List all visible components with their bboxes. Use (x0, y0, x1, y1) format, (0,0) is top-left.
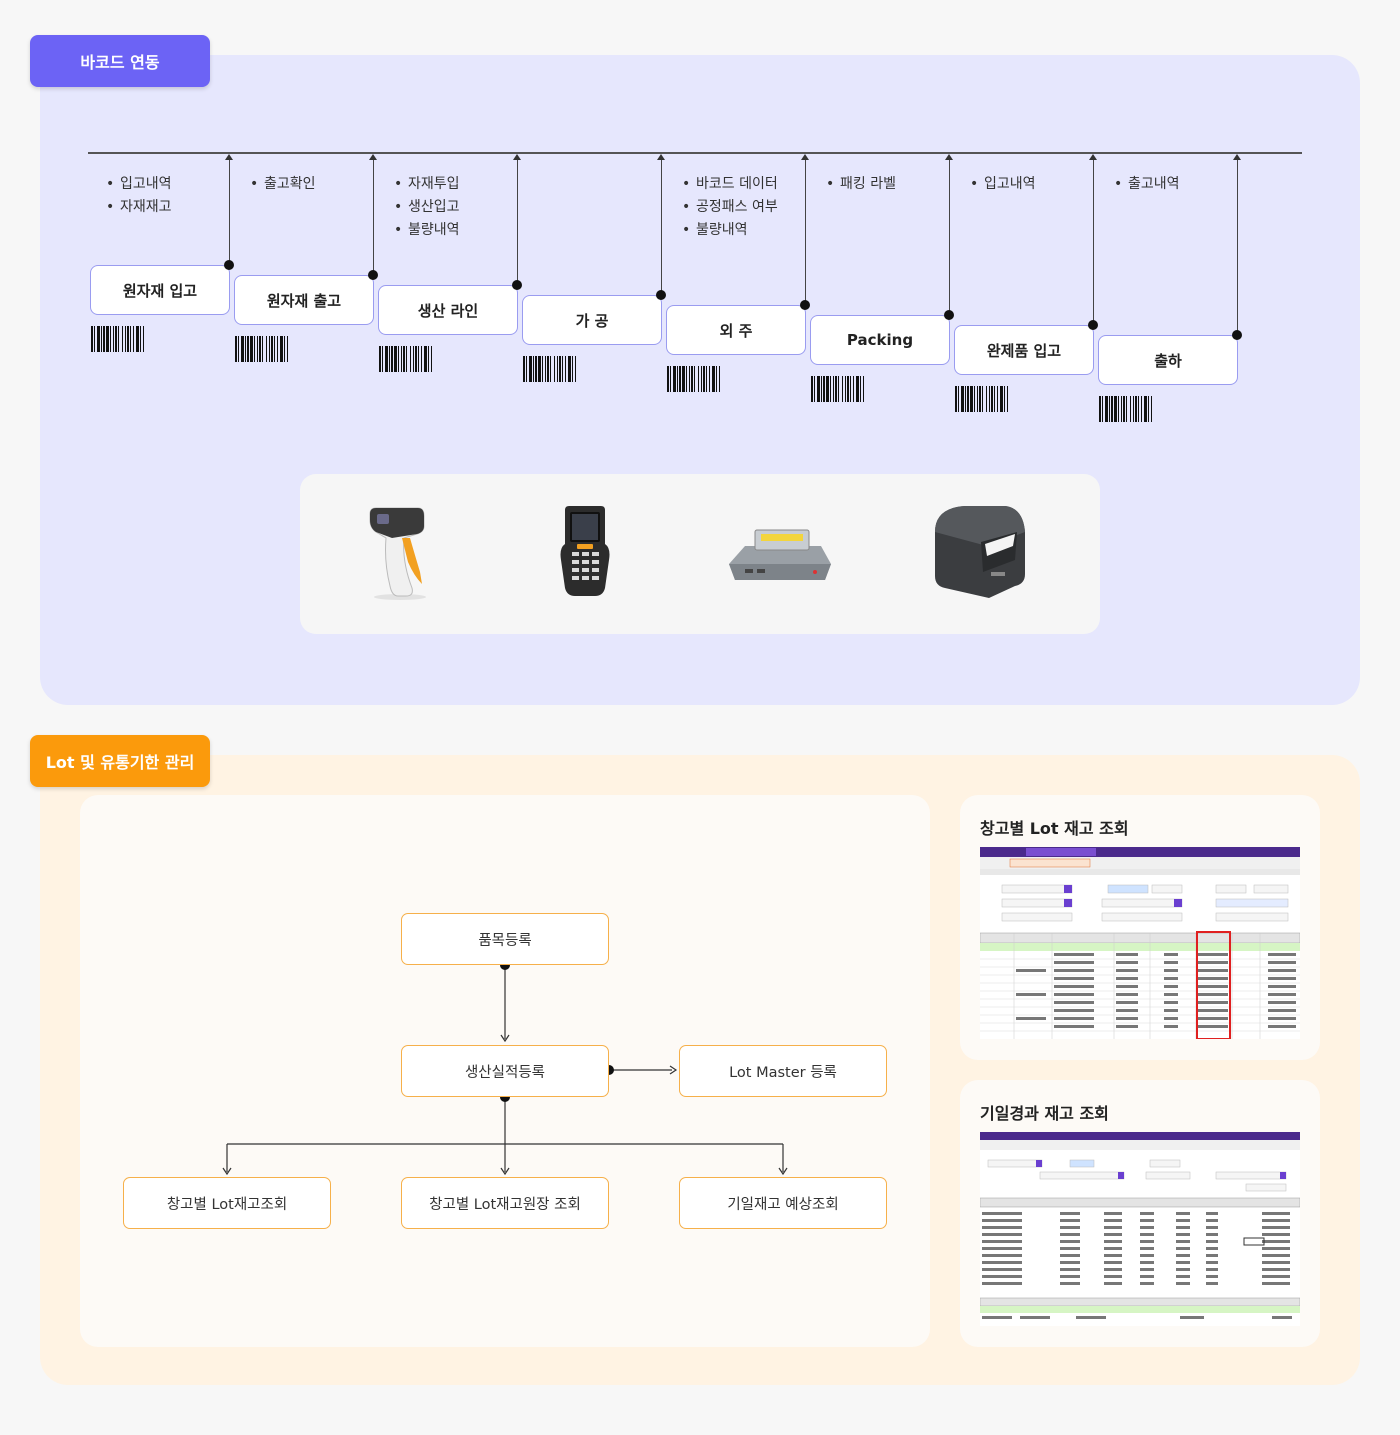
process-timeline (88, 152, 1302, 154)
label-printer-icon (935, 506, 1025, 598)
connector-line (1092, 158, 1094, 325)
handheld-terminal-icon (560, 506, 610, 596)
step-notes: 입고내역자재재고 (106, 173, 172, 219)
connector-dot (512, 280, 522, 290)
step-box: 외 주 (666, 305, 806, 355)
connector-dot (1232, 330, 1242, 340)
production-register-box: 생산실적등록 (401, 1045, 609, 1097)
arrow-up-icon (1233, 154, 1241, 160)
arrow-up-icon (657, 154, 665, 160)
warehouse-lot-ledger-box: 창고별 Lot재고원장 조회 (401, 1177, 609, 1229)
step-note-item: 패킹 라벨 (826, 173, 896, 196)
step-note-item: 불량내역 (394, 219, 460, 242)
connector-line (1236, 158, 1238, 335)
step-note-item: 바코드 데이터 (682, 173, 778, 196)
step-box: 원자재 출고 (234, 275, 374, 325)
connector-dot (800, 300, 810, 310)
barcode-icon (1099, 396, 1159, 422)
arrow-up-icon (369, 154, 377, 160)
arrow-up-icon (1089, 154, 1097, 160)
connector-dot (656, 290, 666, 300)
step-note-item: 자재투입 (394, 173, 460, 196)
device-panel (300, 474, 1100, 634)
barcode-icon (523, 356, 583, 382)
barcode-icon (235, 336, 295, 362)
connector-dot (368, 270, 378, 280)
step-note-item: 생산입고 (394, 196, 460, 219)
arrow-up-icon (225, 154, 233, 160)
barcode-icon (91, 326, 151, 352)
barcode-icon (667, 366, 727, 392)
connector-line (948, 158, 950, 315)
step-note-item: 입고내역 (970, 173, 1036, 196)
barcode-icon (955, 386, 1015, 412)
expiry-forecast-box: 기일재고 예상조회 (679, 1177, 887, 1229)
step-notes: 출고내역 (1114, 173, 1180, 196)
arrow-up-icon (513, 154, 521, 160)
step-box: 완제품 입고 (954, 325, 1094, 375)
lot-stock-card-title: 창고별 Lot 재고 조회 (980, 819, 1129, 838)
barcode-scanner-icon (369, 507, 426, 600)
connector-dot (224, 260, 234, 270)
step-box: 가 공 (522, 295, 662, 345)
step-notes: 출고확인 (250, 173, 316, 196)
step-box: 출하 (1098, 335, 1238, 385)
step-box: Packing (810, 315, 950, 365)
connector-dot (1088, 320, 1098, 330)
connector-dot (944, 310, 954, 320)
fixed-scanner-icon (729, 529, 831, 580)
lot-master-box: Lot Master 등록 (679, 1045, 887, 1097)
step-note-item: 출고확인 (250, 173, 316, 196)
item-register-box: 품목등록 (401, 913, 609, 965)
barcode-icon (811, 376, 871, 402)
step-notes: 바코드 데이터공정패스 여부불량내역 (682, 173, 778, 242)
connector-line (372, 158, 374, 275)
step-note-item: 출고내역 (1114, 173, 1180, 196)
connector-line (516, 158, 518, 285)
warehouse-lot-query-box: 창고별 Lot재고조회 (123, 1177, 331, 1229)
lot-stock-card: 창고별 Lot 재고 조회 (960, 795, 1320, 1060)
lot-section-tag: Lot 및 유통기한 관리 (30, 735, 210, 787)
step-box: 생산 라인 (378, 285, 518, 335)
expired-stock-card: 기일경과 재고 조회 (960, 1080, 1320, 1347)
step-box: 원자재 입고 (90, 265, 230, 315)
arrow-up-icon (801, 154, 809, 160)
connector-line (660, 158, 662, 295)
connector-line (228, 158, 230, 265)
barcode-icon (379, 346, 439, 372)
step-notes: 자재투입생산입고불량내역 (394, 173, 460, 242)
lot-flow-panel: 품목등록 생산실적등록 Lot Master 등록 창고별 Lot재고조회 창고… (80, 795, 930, 1347)
expired-stock-screenshot-thumbnail (980, 1132, 1300, 1326)
barcode-section-tag: 바코드 연동 (30, 35, 210, 87)
step-note-item: 공정패스 여부 (682, 196, 778, 219)
step-notes: 입고내역 (970, 173, 1036, 196)
step-note-item: 불량내역 (682, 219, 778, 242)
expired-stock-card-title: 기일경과 재고 조회 (980, 1104, 1109, 1123)
arrow-up-icon (945, 154, 953, 160)
flow-connectors (222, 960, 788, 1176)
connector-line (804, 158, 806, 305)
lot-stock-screenshot-thumbnail (980, 847, 1300, 1039)
step-note-item: 자재재고 (106, 196, 172, 219)
step-note-item: 입고내역 (106, 173, 172, 196)
step-notes: 패킹 라벨 (826, 173, 896, 196)
